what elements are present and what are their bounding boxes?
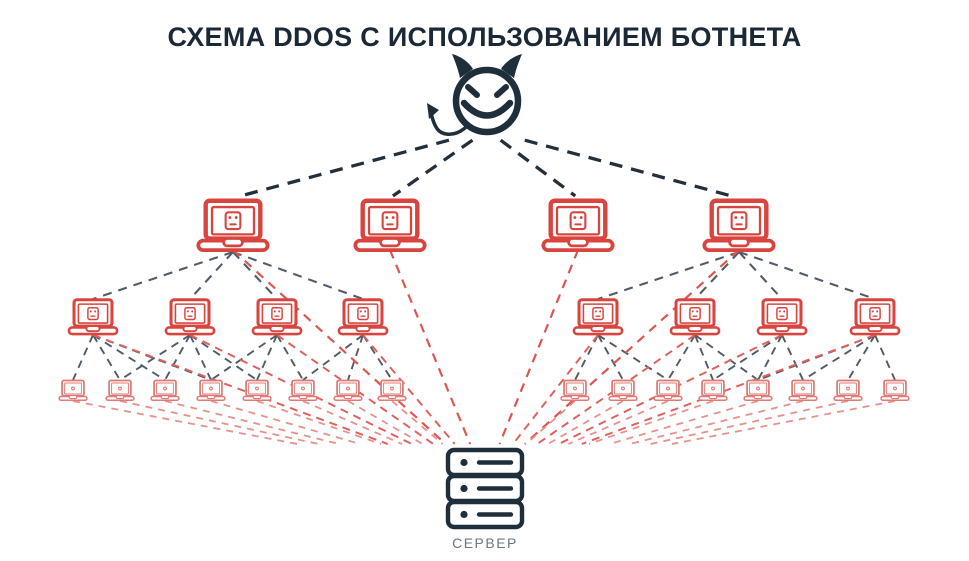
attack-edge: [347, 400, 424, 445]
relay-edge: [757, 334, 783, 381]
bot-laptop-level1: [353, 198, 427, 252]
attack-edge: [525, 400, 576, 445]
server-label: СЕРВЕР: [452, 535, 518, 551]
attack-edge: [256, 400, 382, 445]
relay-edge: [597, 334, 624, 381]
attack-edge: [588, 400, 714, 445]
relay-edge: [874, 334, 896, 381]
bot-laptop-level3: [743, 379, 773, 401]
bot-laptop-level3: [653, 379, 683, 401]
attack-edge: [119, 400, 319, 445]
bot-laptop-level3: [58, 379, 88, 401]
bot-laptop-level3: [698, 379, 728, 401]
attack-edge: [232, 249, 447, 445]
bot-laptop-level3: [288, 379, 318, 401]
bot-laptop-level3: [788, 379, 818, 401]
relay-edge: [92, 334, 121, 381]
relay-edge: [597, 251, 740, 300]
bot-laptop-level3: [608, 379, 638, 401]
relay-edge: [189, 251, 234, 300]
attack-edge: [388, 249, 472, 445]
attack-edge: [671, 400, 896, 445]
relay-edge: [302, 334, 364, 381]
attack-edge: [568, 400, 669, 445]
relay-edge: [712, 334, 783, 381]
attack-edge: [391, 400, 444, 445]
attack-edge: [547, 400, 624, 445]
bot-laptop-level3: [333, 379, 363, 401]
relay-edge: [597, 334, 669, 381]
command-edge: [499, 138, 577, 198]
command-edge: [524, 138, 732, 198]
relay-edge: [72, 334, 94, 381]
bot-laptop-level2: [572, 298, 624, 336]
devil-smiley-icon: [427, 54, 522, 136]
bot-laptop-level1: [541, 198, 615, 252]
attack-edge: [362, 334, 456, 445]
server-stack-icon: [445, 447, 525, 530]
attack-edge: [72, 400, 298, 445]
relay-edge: [92, 334, 166, 381]
bot-laptop-level2: [756, 298, 808, 336]
bot-laptop-level1: [702, 198, 776, 252]
bot-laptop-level3: [196, 379, 226, 401]
relay-edge: [667, 334, 696, 381]
diagram-title: СХЕМА DDOS С ИСПОЛЬЗОВАНИЕМ БОТНЕТА: [167, 22, 802, 52]
bot-laptop-level3: [105, 379, 135, 401]
relay-edge: [164, 334, 191, 381]
bot-laptop-level1: [196, 198, 270, 252]
relay-edge: [574, 334, 599, 381]
relay-edge: [738, 251, 783, 300]
bot-laptop-level3: [833, 379, 863, 401]
attack-edge: [629, 400, 804, 445]
attack-edge: [536, 334, 696, 445]
bot-laptop-level3: [560, 379, 590, 401]
attack-edge: [581, 334, 876, 445]
bot-laptop-level2: [669, 298, 721, 336]
relay-edge: [92, 251, 234, 300]
relay-edge: [362, 334, 393, 381]
bot-laptop-level3: [150, 379, 180, 401]
attack-edge: [609, 400, 759, 445]
bot-laptop-level2: [67, 298, 119, 336]
bot-laptop-level3: [242, 379, 272, 401]
relay-edge: [189, 334, 258, 381]
relay-edge: [847, 334, 876, 381]
bot-laptop-level2: [251, 298, 303, 336]
relay-edge: [276, 334, 304, 381]
attack-edge: [276, 334, 434, 445]
bot-laptop-level2: [337, 298, 389, 336]
relay-edge: [738, 251, 876, 300]
relay-edge: [232, 251, 278, 300]
command-edge: [240, 138, 450, 198]
attack-edge: [650, 400, 849, 445]
relay-edge: [347, 334, 364, 381]
bot-laptop-level2: [164, 298, 216, 336]
attack-edge: [512, 334, 599, 445]
bot-laptop-level2: [849, 298, 901, 336]
relay-edge: [189, 334, 212, 381]
relay-edge: [694, 251, 740, 300]
relay-edge: [802, 334, 876, 381]
command-edge: [391, 138, 474, 198]
attack-edge: [498, 249, 580, 445]
attack-edge: [524, 249, 740, 445]
attack-edge: [92, 334, 389, 445]
bot-laptop-level3: [377, 379, 407, 401]
attack-edge: [302, 400, 403, 445]
relay-edge: [781, 334, 804, 381]
attack-edge: [164, 400, 340, 445]
bot-laptop-level3: [880, 379, 910, 401]
relay-edge: [232, 251, 364, 300]
